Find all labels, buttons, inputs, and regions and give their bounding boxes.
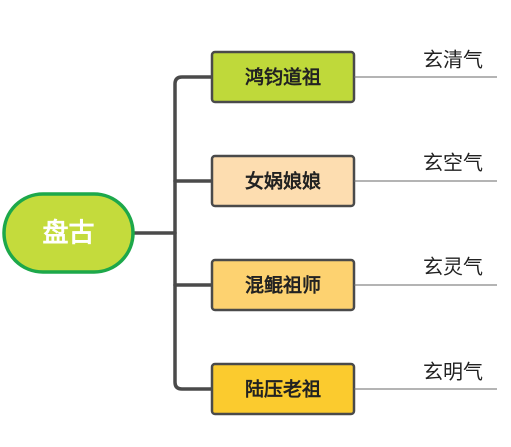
branch-node-4[interactable]: 陆压老祖 xyxy=(210,362,356,416)
leaf-node-4[interactable]: 玄明气 xyxy=(354,360,497,390)
branch-node-1[interactable]: 鸿钧道祖 xyxy=(210,50,356,104)
leaf-label: 玄灵气 xyxy=(423,255,483,279)
leaf-label: 玄清气 xyxy=(423,48,483,72)
branch-node-2[interactable]: 女娲娘娘 xyxy=(210,154,356,208)
trunk-line xyxy=(173,75,214,391)
branch-node-label: 鸿钧道祖 xyxy=(245,66,321,89)
root-node-shape xyxy=(2,192,135,274)
branch-node-label: 混鲲祖师 xyxy=(245,274,321,297)
leaf-label: 玄明气 xyxy=(423,360,483,384)
branch-node-label: 女娲娘娘 xyxy=(245,170,322,193)
branch-node-label: 陆压老祖 xyxy=(245,378,321,401)
leaf-label: 玄空气 xyxy=(423,151,483,175)
leaf-node-1[interactable]: 玄清气 xyxy=(354,48,497,78)
connectors xyxy=(131,75,214,391)
root-node-label: 盘古 xyxy=(42,218,94,249)
root-node[interactable]: 盘古 xyxy=(2,192,135,274)
leaf-node-2[interactable]: 玄空气 xyxy=(354,151,497,182)
branch-node-3[interactable]: 混鲲祖师 xyxy=(210,258,356,312)
leaf-node-3[interactable]: 玄灵气 xyxy=(354,255,497,286)
